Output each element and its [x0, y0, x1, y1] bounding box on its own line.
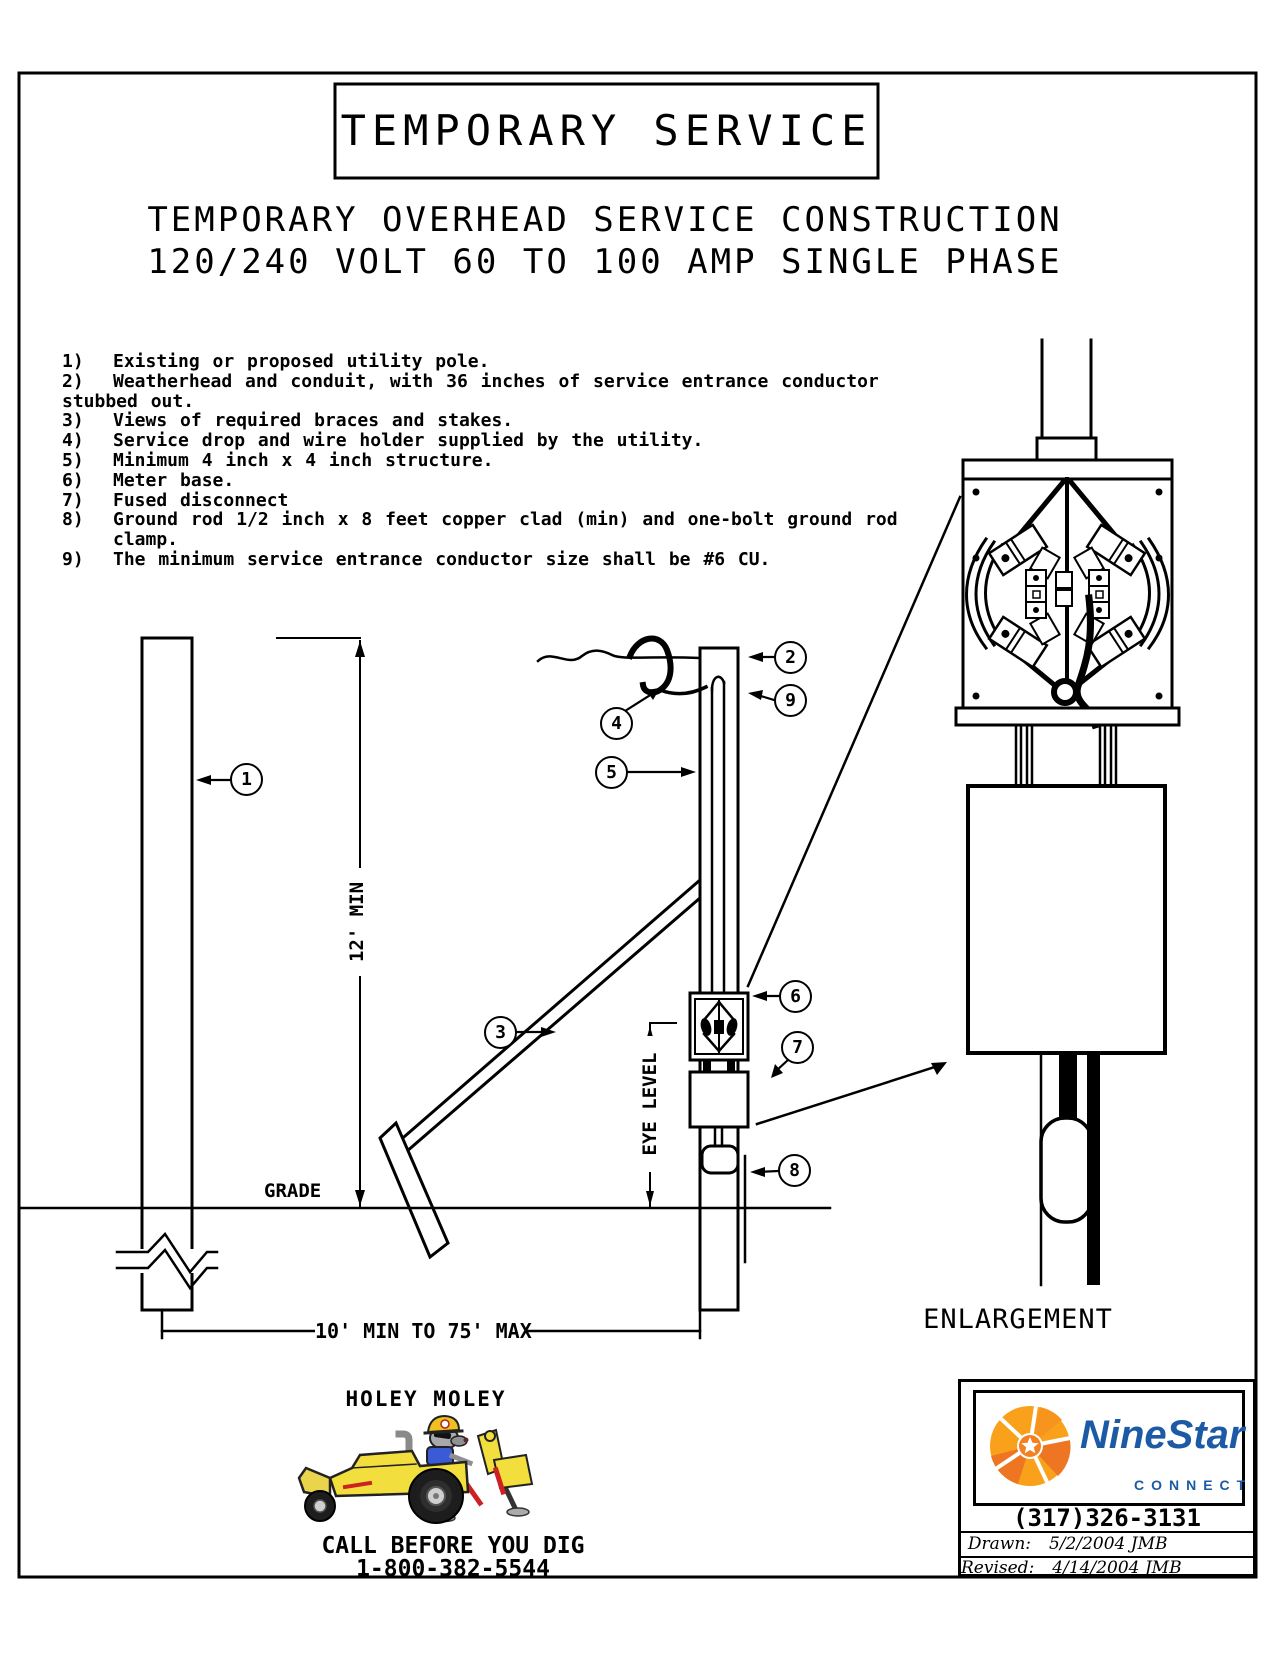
note-8: 8)Ground rod 1/2 inch x 8 feet copper cl…	[62, 509, 898, 531]
dig-hotline-number: 1-800-382-5544	[356, 1556, 550, 1582]
service-drop-wire	[536, 635, 709, 696]
leader-disconnect-to-enlargement	[755, 1062, 947, 1126]
enlargement-detail	[954, 338, 1181, 1287]
leader-meter-to-enlargement	[746, 495, 962, 988]
conduit	[710, 675, 726, 995]
callout-9: 9	[774, 684, 807, 717]
ninestar-logo-icon	[990, 1403, 1073, 1487]
callout-6: 6	[779, 980, 812, 1013]
title-block-divider-1	[961, 1531, 1253, 1533]
utility-pole	[115, 636, 219, 1312]
meter-nipple-right	[727, 1060, 735, 1072]
structure-post	[698, 646, 740, 1312]
callout-7: 7	[781, 1031, 814, 1064]
call-before-you-dig-label: CALL BEFORE YOU DIG	[321, 1533, 585, 1559]
eye-level-label: EYE LEVEL	[638, 1036, 662, 1172]
sheet-title: TEMPORARY SERVICE	[340, 106, 873, 155]
note-6: 6)Meter base.	[62, 469, 235, 491]
callout-5: 5	[595, 756, 628, 789]
height-dimension-label: 12' MIN	[345, 868, 369, 976]
revised-value: 4/14/2004 JMB	[1052, 1558, 1182, 1578]
sheet-subtitle-line1: TEMPORARY OVERHEAD SERVICE CONSTRUCTION	[147, 200, 1063, 240]
grade-label: GRADE	[264, 1180, 322, 1202]
title-block: NineStar CONNECT (317)326-3131 Drawn: 5/…	[958, 1379, 1256, 1580]
stake	[378, 1120, 450, 1260]
enlargement-label: ENLARGEMENT	[923, 1304, 1113, 1335]
callout-2: 2	[774, 641, 807, 674]
revised-row: Revised: 4/14/2004 JMB	[961, 1558, 1253, 1580]
callout-8: 8	[778, 1154, 811, 1187]
ground-assembly	[700, 1125, 747, 1264]
note-8-cont: clamp.	[113, 529, 179, 551]
holey-moley-mascot-image	[297, 1414, 534, 1524]
page-border	[17, 71, 1258, 1579]
width-dimension-label: 10' MIN TO 75' MAX	[315, 1319, 532, 1343]
title-box	[333, 82, 880, 180]
note-1: 1)Existing or proposed utility pole.	[62, 351, 490, 372]
brand-tagline: CONNECT	[1134, 1477, 1253, 1493]
note-2-cont: stubbed out.	[62, 390, 195, 412]
callout-arrows	[196, 652, 790, 1177]
meter-nipple-left	[703, 1060, 711, 1072]
brace	[394, 877, 703, 1155]
mascot-title: HOLEY MOLEY	[345, 1387, 507, 1411]
note-4: 4)Service drop and wire holder supplied …	[62, 430, 704, 452]
callout-3: 3	[484, 1016, 517, 1049]
revised-label: Revised:	[961, 1558, 1035, 1578]
note-3: 3)Views of required braces and stakes.	[62, 410, 514, 432]
company-phone: (317)326-3131	[1013, 1504, 1201, 1532]
meter-base	[688, 991, 750, 1062]
callout-1: 1	[230, 763, 263, 796]
sheet-subtitle-line2: 120/240 VOLT 60 TO 100 AMP SINGLE PHASE	[147, 242, 1063, 282]
note-5: 5)Minimum 4 inch x 4 inch structure.	[62, 449, 494, 471]
note-2: 2)Weatherhead and conduit, with 36 inche…	[62, 370, 879, 392]
fused-disconnect	[688, 1070, 750, 1129]
brand-name: NineStar	[1080, 1413, 1245, 1457]
drawn-value: 5/2/2004 JMB	[1049, 1534, 1168, 1554]
drawn-row: Drawn: 5/2/2004 JMB	[961, 1534, 1253, 1556]
title-block-divider-2	[961, 1556, 1253, 1558]
notes-list: 1)Existing or proposed utility pole. 2)W…	[62, 352, 922, 570]
note-7: 7)Fused disconnect	[62, 489, 289, 511]
drawn-label: Drawn:	[967, 1534, 1031, 1554]
callout-4: 4	[600, 707, 633, 740]
note-9: 9)The minimum service entrance conductor…	[62, 548, 771, 570]
ninestar-logo-box: NineStar CONNECT	[973, 1390, 1245, 1506]
